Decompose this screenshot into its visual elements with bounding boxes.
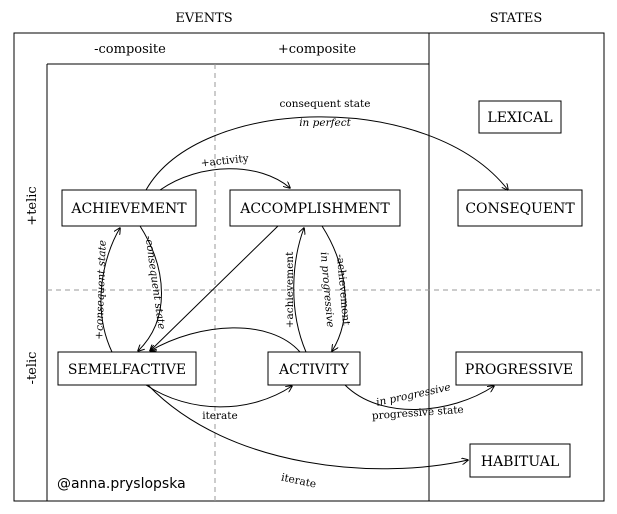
semelfactive-box (57, 351, 197, 386)
plus-telic-label: +telic (25, 186, 40, 225)
edge-minus-achievement (321, 225, 346, 351)
label-in-perfect: in perfect (299, 117, 351, 129)
label-iterate-long: iterate (280, 472, 317, 491)
habitual-box (469, 443, 571, 478)
label-iterate-short: iterate (202, 410, 238, 422)
lexical-box (478, 100, 562, 134)
edge-activity-to-semelfactive (150, 327, 301, 353)
label-plus-activity: +activity (200, 153, 249, 170)
edge-plus-activity (159, 168, 290, 191)
activity-label: ACTIVITY (278, 362, 350, 378)
semelfactive-label: SEMELFACTIVE (68, 362, 186, 378)
minus-composite-header: -composite (94, 42, 166, 57)
consequent-label: CONSEQUENT (465, 201, 575, 217)
accomplishment-box (229, 189, 401, 227)
label-plus-achievement: +achievement (284, 251, 296, 328)
edge-plus-achievement (293, 228, 307, 353)
outer-frame (13, 32, 605, 502)
achievement-label: ACHIEVEMENT (70, 201, 187, 217)
progressive-box (455, 351, 583, 386)
minus-telic-label: -telic (25, 352, 40, 385)
habitual-label: HABITUAL (481, 454, 559, 470)
label-consequent-state: consequent state (280, 98, 371, 110)
accomplishment-label: ACCOMPLISHMENT (239, 201, 390, 217)
edge-minus-consequent-state (138, 225, 162, 351)
states-header: STATES (490, 11, 543, 26)
plus-composite-header: +composite (278, 42, 357, 57)
label-minus-consequent-state: -consequent state (142, 235, 167, 330)
label-plus-consequent-state: +consequent state (93, 240, 108, 340)
events-header: EVENTS (175, 11, 232, 26)
achievement-box (61, 189, 197, 227)
edge-iterate-long (147, 384, 468, 470)
consequent-box (457, 189, 583, 227)
progressive-label: PROGRESSIVE (465, 362, 573, 378)
edge-accomplishment-to-semelfactive (150, 225, 279, 351)
lexical-label: LEXICAL (487, 110, 552, 126)
edge-consequent-state (145, 116, 508, 190)
activity-box (267, 351, 361, 386)
edge-in-progressive (344, 384, 494, 410)
author-credit: @anna.pryslopska (57, 476, 186, 492)
edge-plus-consequent-state (100, 228, 120, 353)
edge-iterate-short (145, 384, 292, 408)
